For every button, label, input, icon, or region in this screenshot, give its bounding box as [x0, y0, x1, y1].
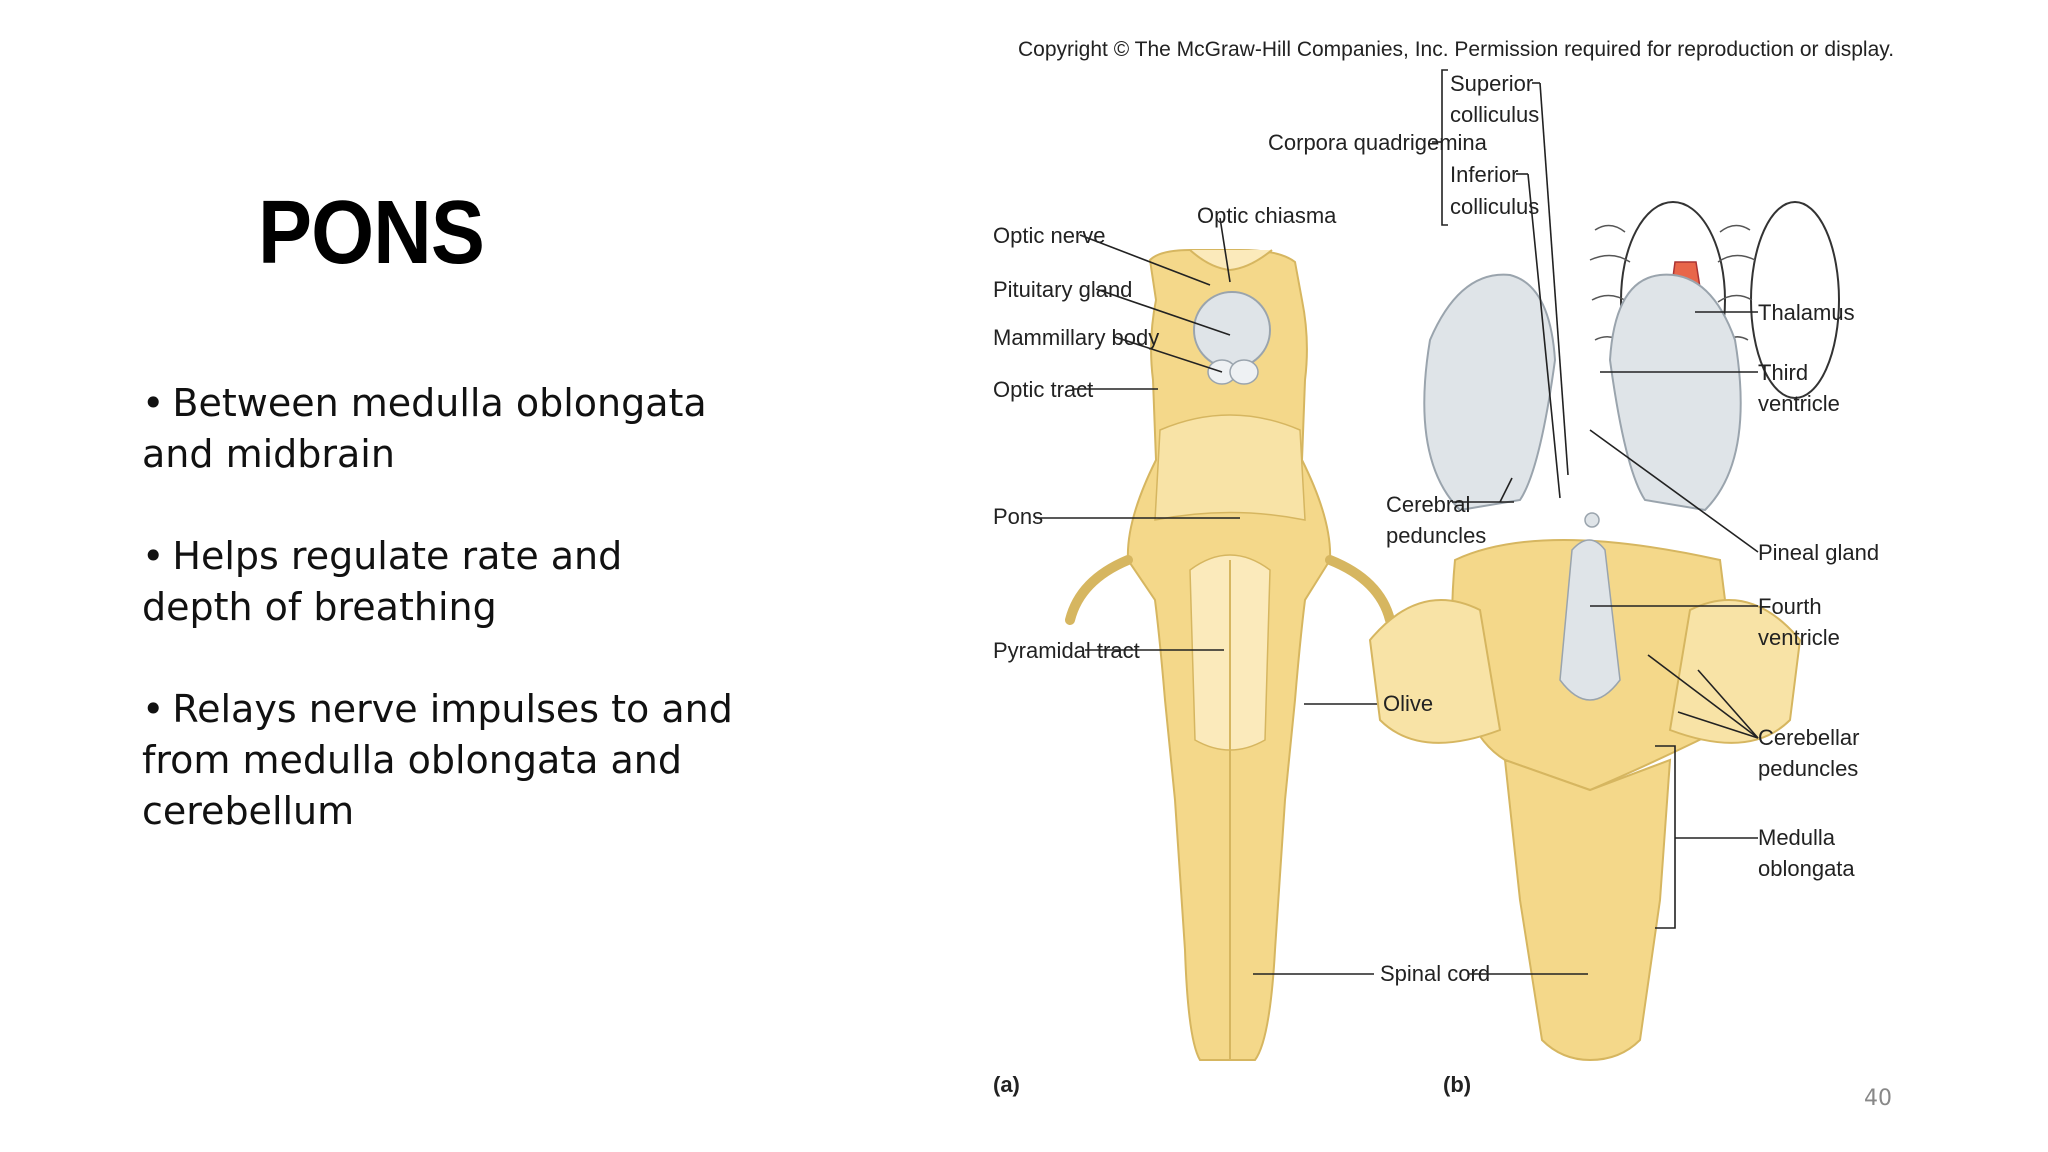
bullet-item: •Between medulla oblongata and midbrain — [142, 378, 742, 480]
label-third-ventricle-1: Third — [1758, 360, 1808, 385]
label-superior-colliculus-1: Superior — [1450, 71, 1533, 96]
label-inferior-colliculus-2: colliculus — [1450, 194, 1539, 219]
panel-b-label: (b) — [1443, 1072, 1471, 1097]
label-thalamus: Thalamus — [1758, 300, 1855, 325]
label-medulla-oblongata-1: Medulla — [1758, 825, 1836, 850]
bullet-text: Relays nerve impulses to and from medull… — [142, 687, 733, 833]
label-pineal-gland: Pineal gland — [1758, 540, 1879, 565]
bullet-symbol: • — [142, 381, 165, 425]
label-mammillary-body: Mammillary body — [993, 325, 1159, 350]
label-pituitary-gland: Pituitary gland — [993, 277, 1132, 302]
copyright-text: Copyright © The McGraw-Hill Companies, I… — [1018, 38, 1894, 61]
panel-a-leader-lines — [1035, 217, 1378, 975]
label-olive: Olive — [1383, 691, 1433, 716]
label-cerebellar-peduncles-1: Cerebellar — [1758, 725, 1860, 750]
bullet-list: •Between medulla oblongata and midbrain … — [142, 378, 742, 888]
panel-a-label: (a) — [993, 1072, 1020, 1097]
brainstem-figure: Copyright © The McGraw-Hill Companies, I… — [900, 0, 2048, 1152]
label-optic-tract: Optic tract — [993, 377, 1093, 402]
label-medulla-oblongata-2: oblongata — [1758, 856, 1855, 881]
panel-b-brainstem — [1368, 273, 1802, 1062]
label-spinal-cord: Spinal cord — [1380, 961, 1490, 986]
slide-title: PONS — [258, 183, 485, 283]
bullet-symbol: • — [142, 687, 165, 731]
bullet-item: •Relays nerve impulses to and from medul… — [142, 684, 742, 837]
label-fourth-ventricle-1: Fourth — [1758, 594, 1822, 619]
label-cerebral-peduncles-1: Cerebral — [1386, 492, 1470, 517]
bullet-symbol: • — [142, 534, 165, 578]
page-number: 40 — [1864, 1086, 1892, 1111]
label-cerebral-peduncles-2: peduncles — [1386, 523, 1486, 548]
panel-b-leader-lines — [1432, 69, 1759, 975]
bullet-item: •Helps regulate rate and depth of breath… — [142, 531, 742, 633]
bullet-text: Helps regulate rate and depth of breathi… — [142, 534, 623, 629]
label-third-ventricle-2: ventricle — [1758, 391, 1840, 416]
label-corpora-quadrigemina: Corpora quadrigemina — [1268, 130, 1488, 155]
label-inferior-colliculus-1: Inferior — [1450, 162, 1518, 187]
label-pyramidal-tract: Pyramidal tract — [993, 638, 1140, 663]
bullet-text: Between medulla oblongata and midbrain — [142, 381, 707, 476]
label-optic-nerve: Optic nerve — [993, 223, 1106, 248]
label-cerebellar-peduncles-2: peduncles — [1758, 756, 1858, 781]
label-pons: Pons — [993, 504, 1043, 529]
brainstem-illustration: Copyright © The McGraw-Hill Companies, I… — [900, 0, 2048, 1152]
label-superior-colliculus-2: colliculus — [1450, 102, 1539, 127]
label-fourth-ventricle-2: ventricle — [1758, 625, 1840, 650]
label-optic-chiasma: Optic chiasma — [1197, 203, 1337, 228]
panel-a-brainstem — [1065, 249, 1395, 1061]
